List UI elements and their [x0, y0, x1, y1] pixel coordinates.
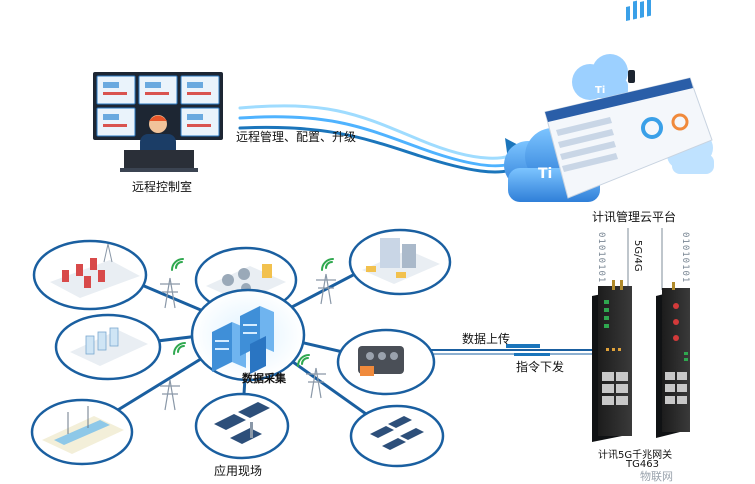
binary-stream-right: 01010101 [680, 232, 690, 284]
gateway-device-large [592, 280, 632, 442]
power-pylons [160, 273, 336, 411]
svg-text:Ti: Ti [538, 166, 552, 182]
network-type-label: 5G/4G [632, 240, 643, 272]
command-label: 指令下发 [516, 360, 565, 374]
upload-command-link [428, 344, 592, 356]
gateway-model-label: TG463 [626, 459, 659, 470]
scene-substation [32, 239, 148, 311]
control-room-label: 远程控制室 [132, 180, 193, 194]
svg-text:Ti: Ti [595, 85, 605, 96]
gateway-name-label: 计讯5G千兆网关 [598, 450, 673, 461]
scene-engine [336, 328, 436, 396]
scene-solar-station [194, 392, 290, 460]
control-room-icon [93, 72, 223, 172]
cloud-platform-label: 计讯管理云平台 [592, 210, 677, 224]
data-collect-label: 数据采集 [242, 372, 286, 385]
field-label: 应用现场 [214, 464, 263, 478]
scene-factory [348, 228, 452, 296]
upload-label: 数据上传 [462, 332, 511, 346]
scene-solar-field [349, 404, 445, 468]
remote-ops-label: 远程管理、配置、升级 [236, 130, 357, 144]
cloud-to-gateway-link [627, 228, 663, 290]
wifi-signal-icons [171, 258, 334, 367]
watermark-text: 物联网 [640, 470, 673, 483]
binary-stream-left: 01010101 [596, 232, 606, 284]
scene-water-treatment [54, 313, 162, 381]
cloud-platform-icon: Ti Ti [504, 0, 714, 202]
data-collection-hub [190, 288, 306, 382]
gateway-device-small [656, 282, 690, 438]
scene-irrigation [30, 398, 134, 466]
